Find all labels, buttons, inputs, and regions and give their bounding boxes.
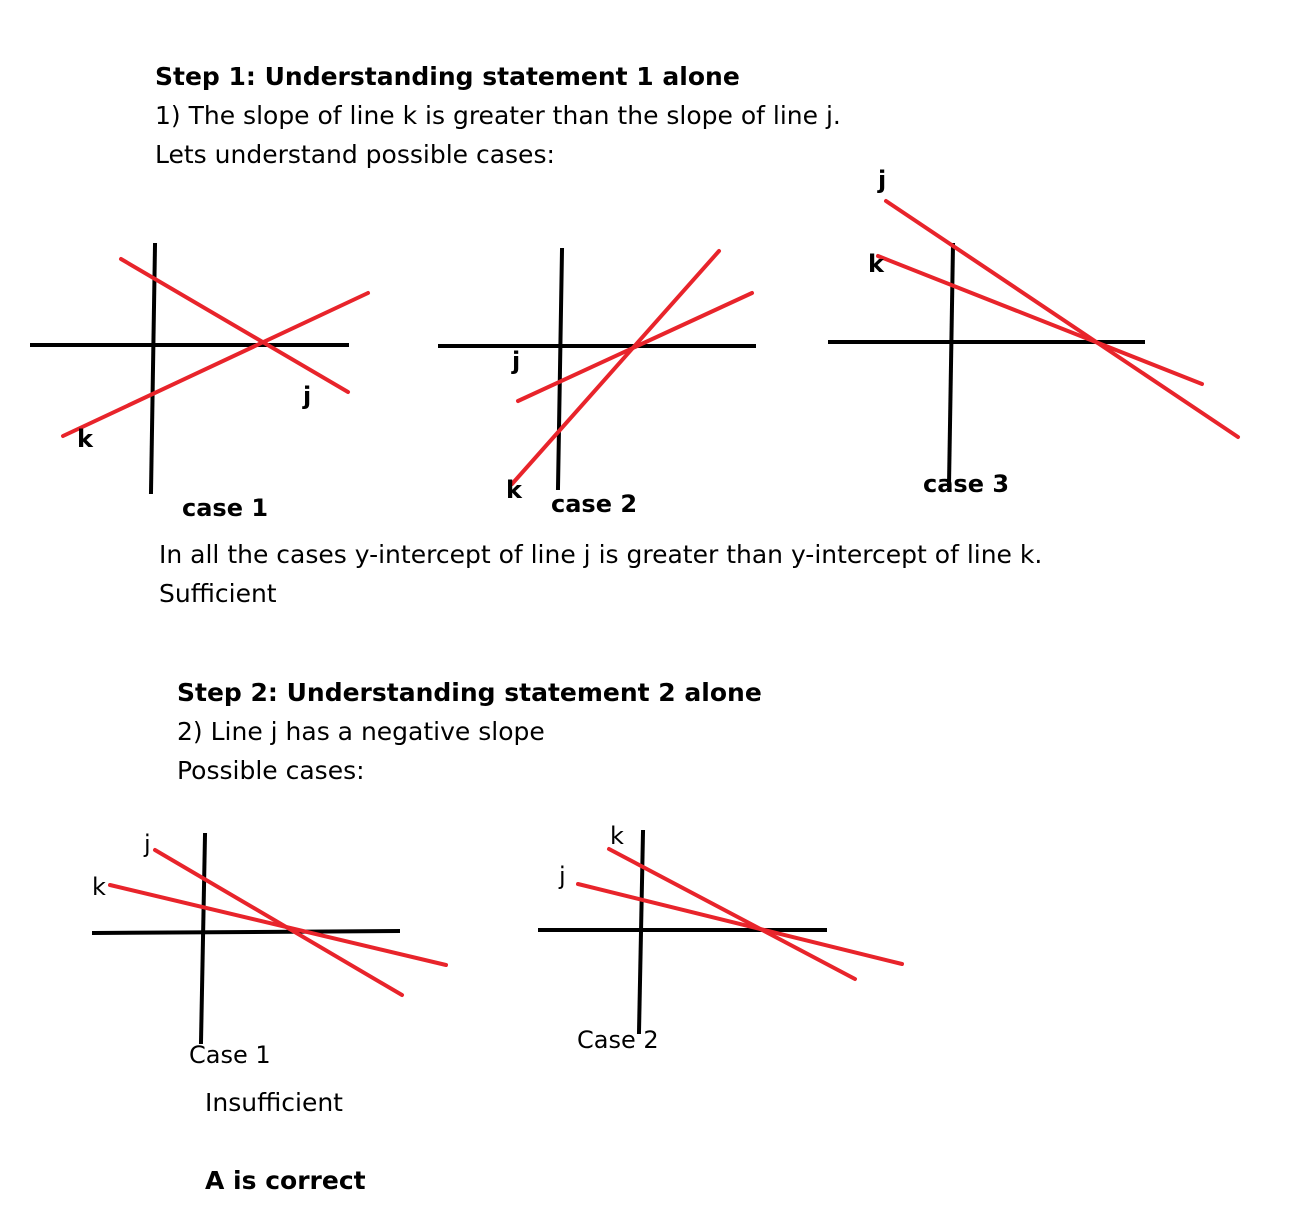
step1-case1-y-axis — [148, 242, 158, 495]
step1-case2-caption: case 2 — [551, 490, 638, 518]
step1-intro: Lets understand possible cases: — [155, 140, 555, 169]
step1-verdict: Sufficient — [159, 579, 277, 608]
step2-case2-graph — [538, 829, 904, 1035]
step2-case1-y-axis — [198, 832, 208, 1045]
step1-case3-label-j: j — [878, 166, 887, 194]
step1-case2-graph — [438, 247, 756, 491]
step1-case1-caption: case 1 — [182, 494, 269, 522]
step1-case3-line-j — [884, 199, 1240, 439]
step1-case1-graph — [30, 242, 370, 495]
step2-verdict: Insufficient — [205, 1088, 343, 1117]
step1-conclusion: In all the cases y-intercept of line j i… — [159, 540, 1043, 569]
step1-case1-line-j — [119, 257, 350, 394]
step2-statement: 2) Line j has a negative slope — [177, 717, 545, 746]
step1-case1-label-k: k — [77, 425, 93, 453]
step2-case1-line-k — [108, 883, 448, 967]
step2-case1-line-j — [153, 848, 404, 997]
step1-case3-y-axis — [946, 242, 956, 488]
step1-case1-label-j: j — [303, 382, 312, 410]
step1-case2-line-k — [510, 249, 721, 486]
step1-heading: Step 1: Understanding statement 1 alone — [155, 62, 740, 91]
step2-heading: Step 2: Understanding statement 2 alone — [177, 678, 762, 707]
step1-case2-label-k: k — [506, 476, 522, 504]
step2-case1-x-axis — [91, 928, 401, 936]
step1-case2-label-j: j — [512, 347, 521, 375]
step2-case2-label-j: j — [559, 862, 566, 890]
step2-case1-caption: Case 1 — [189, 1041, 271, 1069]
step2-case2-caption: Case 2 — [577, 1026, 659, 1054]
step2-intro: Possible cases: — [177, 756, 365, 785]
step2-case1-label-j: j — [144, 830, 151, 858]
step2-case2-line-k — [607, 847, 857, 981]
step1-statement: 1) The slope of line k is greater than t… — [155, 101, 841, 130]
step2-case1-label-k: k — [92, 873, 106, 901]
step2-case1-graph — [91, 832, 448, 1045]
step1-case3-line-k — [876, 254, 1204, 386]
step1-case1-line-k — [61, 291, 370, 438]
answer: A is correct — [205, 1166, 366, 1195]
step1-case3-label-k: k — [868, 250, 884, 278]
step2-case2-label-k: k — [610, 822, 624, 850]
step1-case3-caption: case 3 — [923, 470, 1010, 498]
step1-case3-graph — [828, 199, 1240, 488]
step1-case2-y-axis — [555, 247, 565, 491]
step2-case2-line-j — [576, 882, 904, 966]
step2-case2-y-axis — [636, 829, 646, 1035]
